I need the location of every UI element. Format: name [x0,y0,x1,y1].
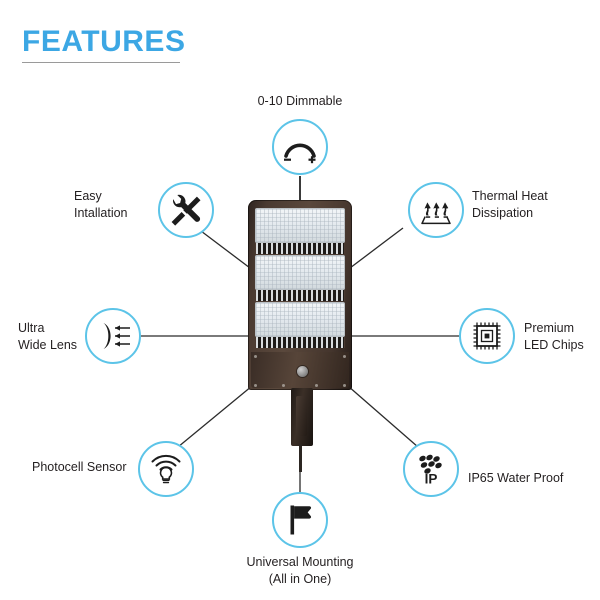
screw [254,355,257,358]
feature-dimmable-label: 0-10 Dimmable [257,94,343,108]
heat-fins [255,290,345,301]
bracket-bolt [299,444,302,472]
led-panel [255,302,345,337]
lens-beam-icon[interactable] [85,308,141,364]
led-module [255,255,345,301]
feature-universal-mounting-label: Universal Mounting (All in One) [246,555,354,586]
page-title: FEATURES [22,25,186,58]
connector-easy-installation [196,227,251,269]
connector-thermal [349,227,404,269]
led-modules [255,208,345,348]
led-module [255,208,345,254]
feature-photocell-sensor-label: Photocell Sensor [32,460,127,474]
flag-mount-icon[interactable] [272,492,328,548]
feature-ip65-water-proof-label: IP65 Water Proof [468,471,564,485]
led-module [255,302,345,348]
screw [343,384,346,387]
svg-text:IP: IP [425,472,438,487]
heat-fins [255,337,345,348]
photocell-receptacle [297,366,308,377]
chip-icon[interactable] [459,308,515,364]
pole-arm [299,176,301,202]
wrench-screwdriver-icon[interactable] [158,182,214,238]
title-underline [22,62,180,63]
screw [254,384,257,387]
mounting-bracket [291,388,313,446]
screw [343,355,346,358]
heat-fins [255,243,345,254]
feature-thermal-label: Thermal Heat Dissipation [472,189,548,220]
bracket-slot [296,396,307,436]
led-panel [255,255,345,290]
dimmer-arc-icon[interactable] [272,119,328,175]
screw [315,384,318,387]
feature-ultra-wide-lens-label: Ultra Wide Lens [18,321,78,352]
heat-arrows-icon[interactable] [408,182,464,238]
connector-photocell [177,385,253,448]
led-panel [255,208,345,243]
screw [282,384,285,387]
feature-premium-led-chips-label: Premium LED Chips [524,321,584,352]
connector-ip65 [347,385,419,448]
product-image [248,200,352,472]
photocell-bulb-icon[interactable] [138,441,194,497]
title-block: FEATURES [22,25,322,59]
ip-droplets-icon[interactable]: IP [403,441,459,497]
feature-easy-installation-label: Easy Intallation [74,189,128,220]
